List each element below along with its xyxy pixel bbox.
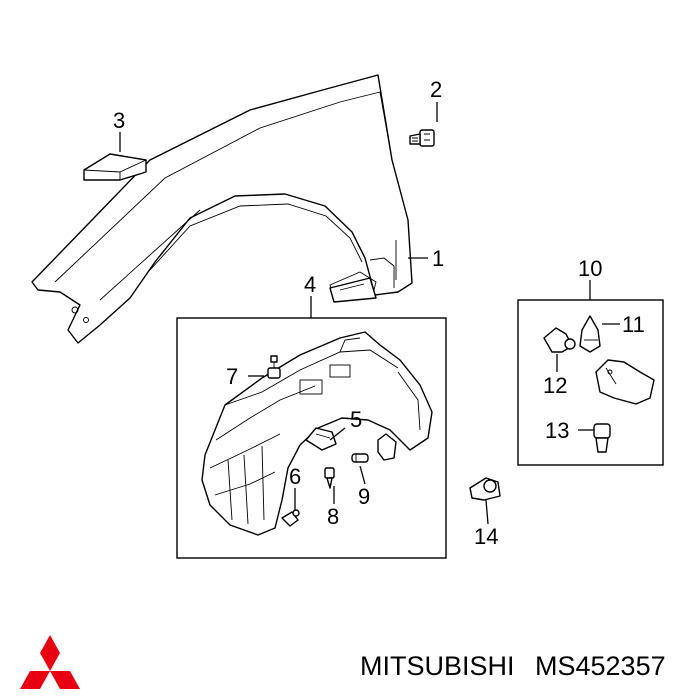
mud-flap-part[interactable]: [595, 359, 655, 405]
bolt-part-2[interactable]: [409, 129, 435, 147]
callout-11: 11: [622, 312, 645, 337]
callout-2: 2: [430, 77, 442, 102]
callout-13: 13: [545, 418, 569, 443]
callout-5: 5: [350, 407, 362, 432]
fender-part[interactable]: [31, 74, 413, 344]
clip-part-14[interactable]: [469, 477, 501, 501]
callout-10: 10: [578, 256, 602, 281]
callout-7: 7: [226, 364, 238, 389]
clip-part-5[interactable]: [305, 427, 337, 451]
callout-6: 6: [289, 464, 301, 489]
bracket-part-in-box[interactable]: [377, 433, 397, 461]
clip-part-11[interactable]: [579, 315, 601, 353]
seal-part-3[interactable]: [83, 153, 147, 181]
pin-part-9[interactable]: [351, 453, 369, 463]
part-number: MS452357: [535, 651, 666, 681]
leader-lines: [119, 102, 620, 525]
callout-3: 3: [113, 108, 125, 133]
callout-9: 9: [358, 484, 370, 509]
inner-liner-part[interactable]: [201, 331, 433, 536]
clip-part-12[interactable]: [543, 327, 576, 353]
clip-part-13[interactable]: [593, 423, 611, 453]
screw-part-7[interactable]: [267, 355, 281, 379]
screw-part-8[interactable]: [324, 467, 335, 489]
three-diamonds-logo: [20, 635, 80, 689]
brand-name: MITSUBISHI: [360, 651, 515, 681]
callout-4: 4: [304, 272, 316, 297]
callout-8: 8: [327, 504, 339, 529]
callout-12: 12: [543, 373, 567, 398]
callout-14: 14: [474, 524, 498, 549]
callout-1: 1: [432, 246, 444, 271]
callout-labels: 1 2 3 4 5 6 7 8 9 10 11 12 13 14: [113, 77, 645, 549]
rivet-part-6[interactable]: [281, 509, 300, 527]
